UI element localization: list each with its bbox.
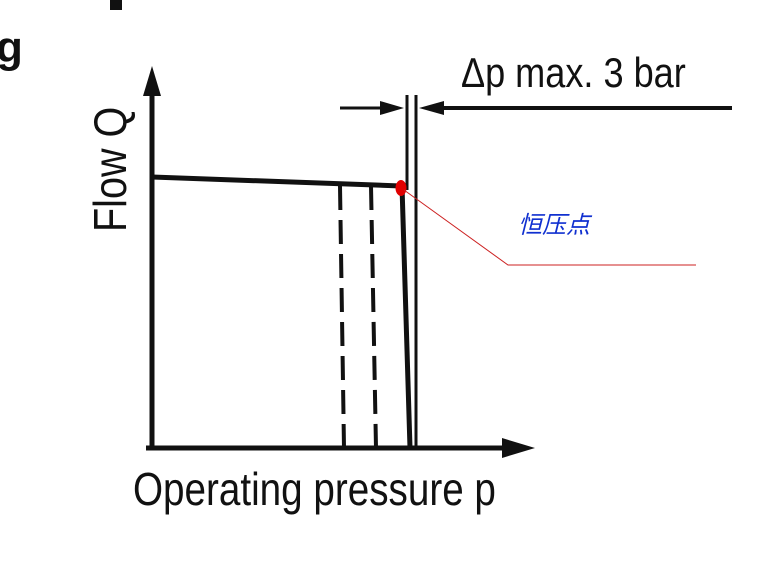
x-axis-title: Operating pressure p bbox=[133, 464, 496, 515]
constant-pressure-point-marker bbox=[395, 180, 407, 196]
constant-pressure-point-label: 恒压点 bbox=[518, 211, 593, 239]
delta-arrow-left-head bbox=[380, 101, 404, 115]
delta-arrow-right-head bbox=[419, 101, 444, 115]
dashed-curve-1 bbox=[338, 185, 346, 449]
delta-p-label: Δp max. 3 bar bbox=[461, 51, 686, 97]
y-axis-title: Flow Q bbox=[85, 107, 136, 232]
cropped-top-mark bbox=[110, 0, 122, 10]
x-axis-arrowhead bbox=[502, 438, 535, 458]
flow-curve bbox=[151, 174, 413, 449]
cropped-left-glyph: g bbox=[0, 23, 23, 72]
y-axis-arrowhead bbox=[143, 66, 161, 96]
annotation-leader-line bbox=[403, 189, 696, 266]
dashed-curve-2 bbox=[369, 185, 378, 449]
